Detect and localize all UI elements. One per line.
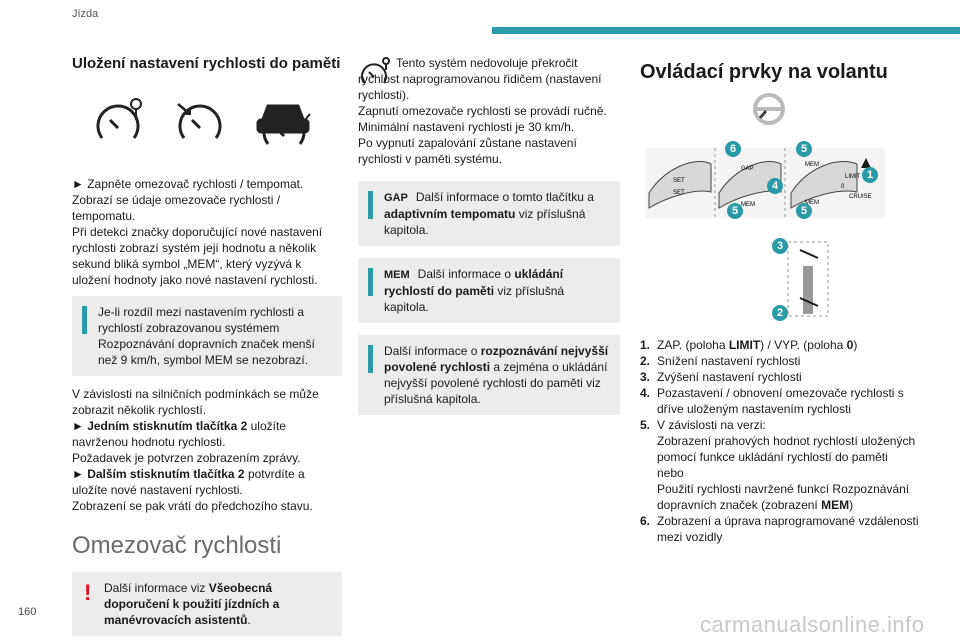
badge-3: 3 — [772, 238, 788, 254]
info-icon — [368, 268, 373, 296]
badge-4: 4 — [767, 178, 783, 194]
adaptive-cruise-icon — [256, 104, 311, 145]
steering-wheel-icon — [753, 93, 785, 125]
badge-1: 1 — [862, 167, 878, 183]
speed-limiter-small-icon — [361, 57, 390, 84]
header-accent-bar — [492, 27, 960, 34]
memory-heading: Uložení nastavení rychlosti do paměti — [72, 55, 341, 72]
arrow-up-icon — [861, 158, 871, 168]
list-item: 3.Zvýšení nastavení rychlosti — [640, 370, 802, 384]
column-1: Uložení nastavení rychlosti do paměti — [72, 55, 342, 636]
para-turn-on: ► Zapněte omezovač rychlosti / tempomat. — [72, 177, 304, 191]
para-return: Zobrazení se pak vrátí do předchozího st… — [72, 499, 313, 513]
para-press-once: ► Jedním stisknutím tlačítka 2 uložíte n… — [72, 418, 342, 450]
gap-label: GAP — [384, 192, 408, 204]
badge-6: 6 — [725, 141, 741, 157]
stalk-side-diagram — [787, 241, 829, 317]
info-box-mem: Je-li rozdíl mezi nastavením rychlosti a… — [72, 296, 342, 376]
column-3: Ovládací prvky na volantu — [640, 55, 920, 84]
info-icon — [82, 306, 87, 334]
info-text: Je-li rozdíl mezi nastavením rychlosti a… — [98, 305, 315, 367]
badge-2: 2 — [772, 305, 788, 321]
p-minimum: Minimální nastavení rychlosti je 30 km/h… — [358, 120, 575, 134]
function-icons-row — [72, 90, 342, 156]
mem-stalk-label-2: MEM — [805, 162, 819, 168]
list-item: 1.ZAP. (poloha LIMIT) / VYP. (poloha 0) — [640, 338, 858, 352]
list-item: 2.Snížení nastavení rychlosti — [640, 354, 801, 368]
set-label-2: SET — [673, 190, 685, 196]
gap-stalk-label: GAP — [741, 166, 754, 172]
info-box-max: Další informace o rozpoznávání nejvyšší … — [358, 335, 620, 415]
function-icons — [96, 98, 311, 145]
list-item: Použití rychlosti navržené funkcí Rozpoz… — [657, 482, 910, 512]
set-label-1: SET — [673, 178, 685, 184]
badge-5-top: 5 — [796, 141, 812, 157]
cruise-label: CRUISE — [849, 194, 872, 200]
limit-label: LIMIT — [845, 174, 861, 180]
badge-5-left: 5 — [727, 203, 743, 219]
info-max-text: Další informace o rozpoznávání nejvyšší … — [384, 344, 609, 406]
mem-stalk-label-3: MEM — [805, 200, 819, 206]
page-number: 160 — [18, 606, 37, 618]
warning-text: Další informace viz Všeobecná doporučení… — [82, 580, 332, 628]
steering-title: Ovládací prvky na volantu — [640, 61, 888, 83]
list-item: 6.Zobrazení a úprava naprogramované vzdá… — [640, 514, 919, 544]
list-item: 5.V závislosti na verzi: — [640, 418, 766, 432]
p-memory: Po vypnutí zapalování zůstane nastavení … — [358, 136, 577, 166]
section-label: Jízda — [72, 8, 99, 20]
warning-box: ! Další informace viz Všeobecná doporuče… — [72, 572, 342, 636]
controls-list: 1.ZAP. (poloha LIMIT) / VYP. (poloha 0) … — [640, 337, 920, 545]
badge-5-right: 5 — [796, 203, 812, 219]
mem-label: MEM — [384, 269, 410, 281]
press-again-rest: potvrdíte a uložíte nové nastavení rychl… — [72, 467, 305, 497]
para-road-conditions: V závislosti na silničních podmínkách se… — [72, 387, 319, 417]
press-once-rest: uložíte navrženou hodnotu rychlosti. — [72, 419, 286, 449]
para-display: Zobrazí se údaje omezovače rychlosti / t… — [72, 193, 281, 223]
list-item: 4.Pozastavení / obnovení omezovače rychl… — [640, 386, 904, 416]
intro-text: Tento systém nedovoluje překročit rychlo… — [358, 56, 602, 102]
list-item: nebo — [657, 466, 684, 480]
para-press-again: ► Dalším stisknutím tlačítka 2 potvrdíte… — [72, 466, 342, 498]
column-2: Tento systém nedovoluje překročit rychlo… — [358, 55, 620, 415]
zero-label: 0 — [841, 184, 845, 190]
para-sign-detect: Při detekci značky doporučující nové nas… — [72, 225, 323, 287]
mem-stalk-label-1: MEM — [741, 202, 755, 208]
warn-pre: Další informace viz — [104, 581, 209, 595]
cruise-control-icon — [177, 103, 222, 139]
warning-icon: ! — [84, 580, 92, 605]
stalk-diagram: GAP MEM MEM MEM LIMIT CRUISE SET SET 0 — [645, 148, 885, 220]
info-icon — [368, 345, 373, 373]
p-manual: Zapnutí omezovače rychlosti se provádí r… — [358, 104, 607, 118]
watermark: carmanualsonline.info — [700, 612, 925, 637]
warn-bold: Všeobecná doporučení k použití jízdních … — [104, 581, 280, 627]
para-confirm: Požadavek je potvrzen zobrazením zprávy. — [72, 451, 301, 465]
speed-limiter-icon — [96, 98, 142, 139]
bold-press-again: ► Dalším stisknutím tlačítka 2 — [72, 467, 245, 481]
warn-post: . — [247, 613, 251, 627]
info-icon — [368, 191, 373, 219]
list-item: Zobrazení prahových hodnot rychlostí ulo… — [657, 434, 916, 464]
section-title: Omezovač rychlosti — [72, 532, 282, 559]
bold-press-once: ► Jedním stisknutím tlačítka 2 — [72, 419, 248, 433]
